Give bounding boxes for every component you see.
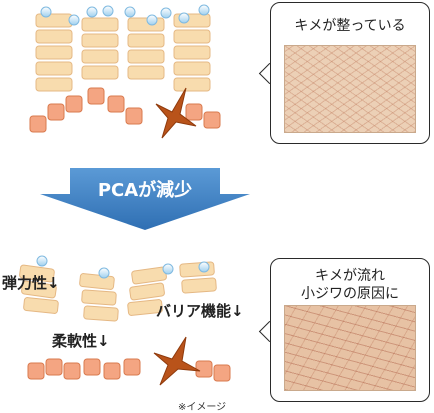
healthy-texture-title: キメが整っている (294, 18, 406, 34)
healthy-texture-callout: キメが整っている (270, 2, 430, 144)
barrier-label: バリア機能↓ (156, 302, 244, 320)
damaged-texture-callout: キメが流れ 小ジワの原因に (270, 258, 430, 402)
elasticity-label: 弾力性↓ (2, 274, 60, 292)
image-note: ※イメージ (178, 402, 227, 413)
healthy-skin-diagram (29, 4, 221, 139)
damaged-texture-title: キメが流れ 小ジワの原因に (301, 268, 399, 302)
softness-label: 柔軟性↓ (52, 332, 110, 350)
damaged-skin-diagram (19, 255, 231, 386)
healthy-skin-texture-image (284, 45, 416, 133)
down-arrow (40, 168, 250, 230)
damaged-skin-texture-image (284, 305, 416, 391)
pca-decrease-label: PCAが減少 (97, 180, 193, 201)
